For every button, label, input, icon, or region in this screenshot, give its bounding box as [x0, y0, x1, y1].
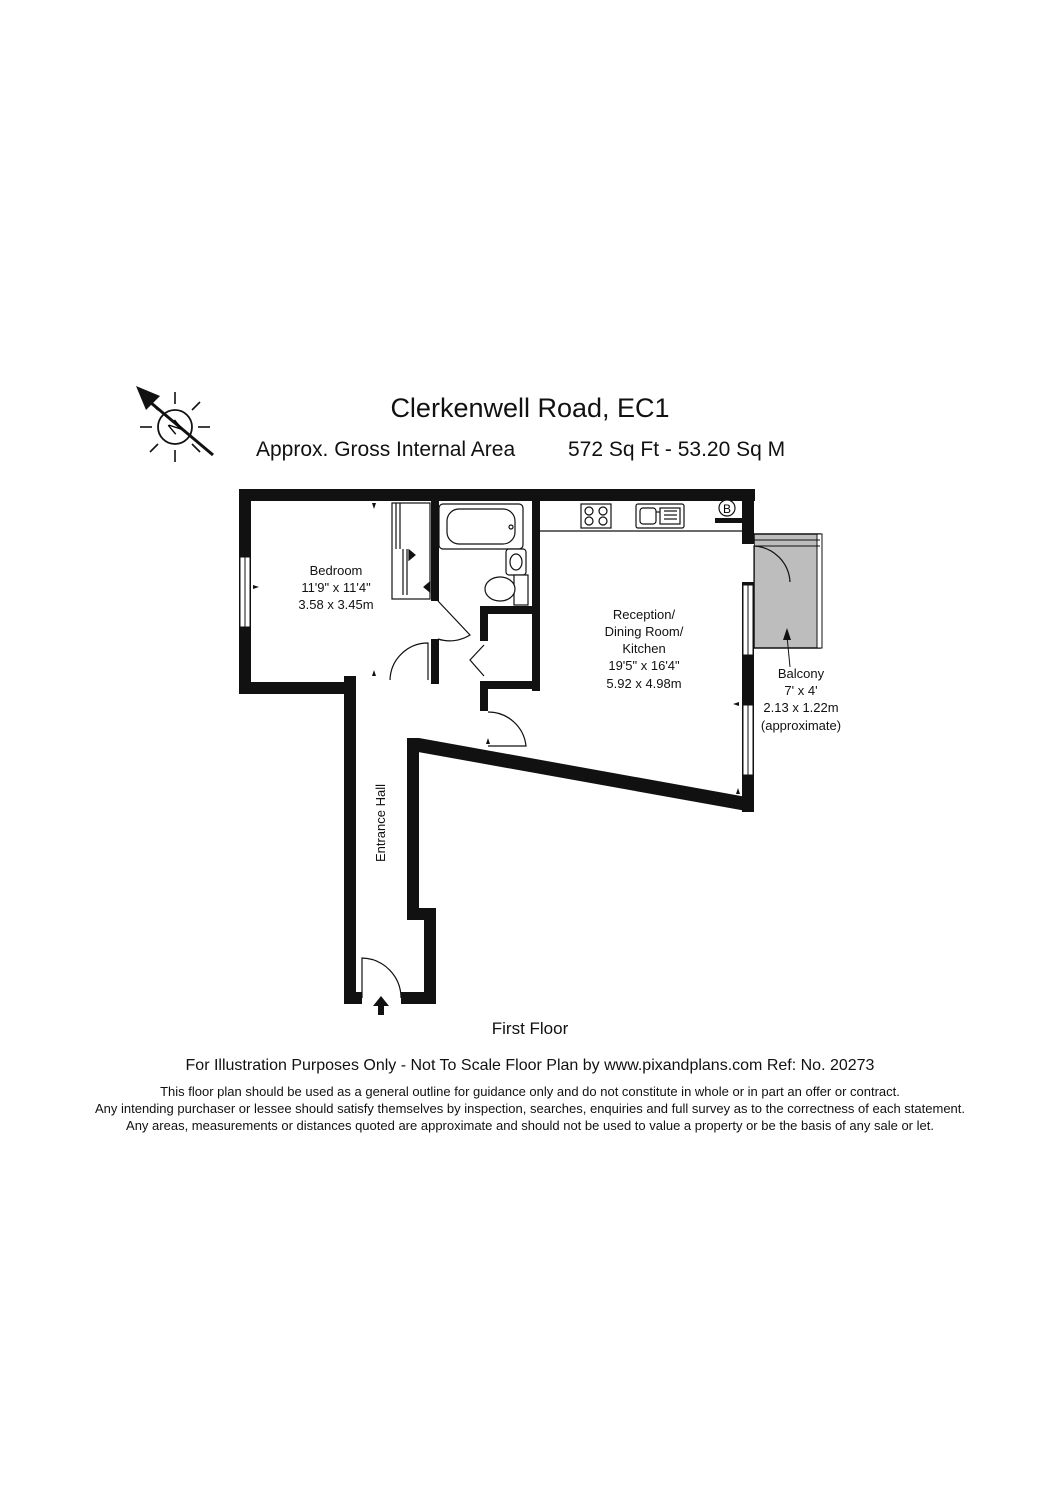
dimension-markers [253, 503, 740, 794]
boiler-icon: B [718, 499, 736, 517]
windows [239, 556, 754, 776]
bedroom-metric: 3.58 x 3.45m [298, 597, 373, 612]
footer-credit: For Illustration Purposes Only - Not To … [185, 1057, 875, 1074]
reception-name-line-2: Dining Room/ [605, 624, 684, 639]
kitchen-units [540, 503, 742, 532]
balcony-imperial: 7' x 4' [784, 683, 817, 698]
entrance-arrow-icon [373, 996, 389, 1015]
disclaimer-line-2: Any intending purchaser or lessee should… [94, 1101, 966, 1116]
bedroom-imperial: 11'9" x 11'4" [301, 580, 371, 595]
balcony-metric: 2.13 x 1.22m [763, 700, 838, 715]
reception-imperial: 19'5" x 16'4" [608, 658, 680, 673]
wardrobe [391, 502, 431, 600]
bedroom-name: Bedroom [310, 563, 363, 578]
entrance-hall-name: Entrance Hall [373, 784, 388, 862]
area-value: 572 Sq Ft - 53.20 Sq M [568, 438, 786, 461]
boiler-symbol: B [723, 502, 731, 516]
reception-metric: 5.92 x 4.98m [606, 676, 681, 691]
disclaimer-line-3: Any areas, measurements or distances quo… [126, 1118, 934, 1133]
balcony-note: (approximate) [761, 718, 841, 733]
bathroom-fixtures [438, 503, 529, 606]
reception-name-line-1: Reception/ [613, 607, 676, 622]
compass-icon: N [136, 386, 214, 462]
area-label: Approx. Gross Internal Area [256, 438, 516, 461]
balcony-area [753, 533, 823, 668]
disclaimer-line-1: This floor plan should be used as a gene… [160, 1084, 900, 1099]
floor-label: First Floor [491, 1019, 569, 1038]
reception-name-line-3: Kitchen [622, 641, 665, 656]
balcony-name: Balcony [778, 666, 825, 681]
plan-title: Clerkenwell Road, EC1 [390, 393, 670, 423]
